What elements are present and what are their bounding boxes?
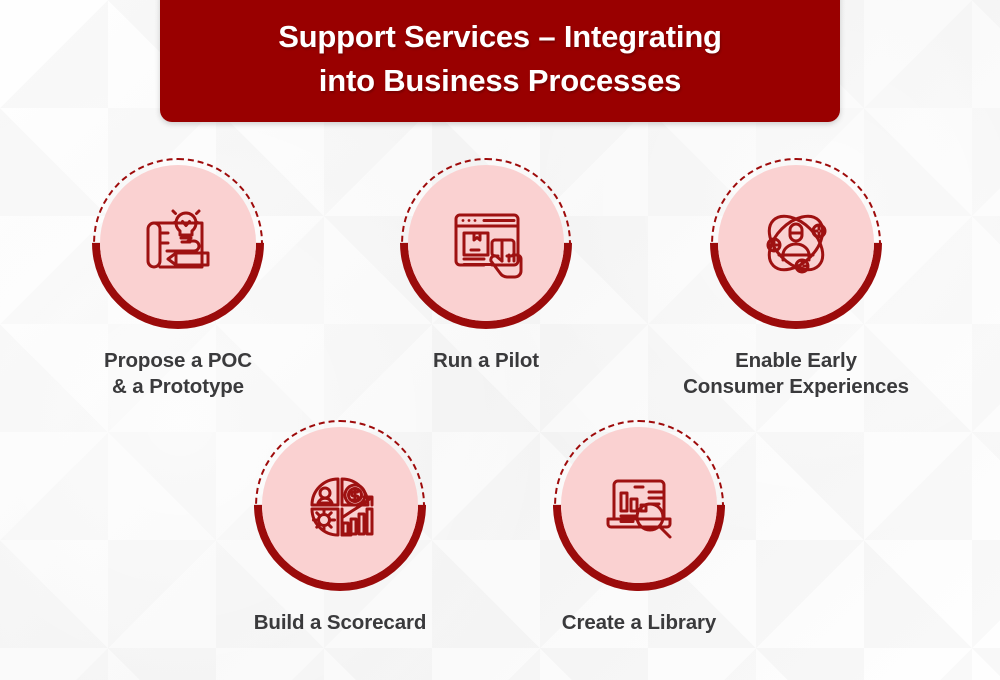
icon-circle xyxy=(364,121,608,365)
page-title: Support Services – Integrating into Busi… xyxy=(278,18,722,98)
step-item-enable-early-consumer-experiences[interactable]: Enable Early Consumer Experiences xyxy=(666,121,926,400)
step-label: Run a Pilot xyxy=(433,349,539,372)
atom-person-network-icon xyxy=(750,197,842,289)
dashed-ring xyxy=(554,420,724,590)
circle-fill xyxy=(408,165,564,321)
browser-package-click-icon xyxy=(440,197,532,289)
blueprint-lightbulb-pencil-icon xyxy=(132,197,224,289)
step-label: Build a Scorecard xyxy=(253,611,427,634)
step-label: Create a Library xyxy=(561,611,717,634)
dashed-ring xyxy=(255,420,425,590)
circle-fill xyxy=(718,165,874,321)
dashed-ring xyxy=(93,158,263,328)
circle-fill xyxy=(100,165,256,321)
step-item-create-a-library[interactable]: Create a Library xyxy=(509,383,769,636)
monitor-chart-magnifier-icon xyxy=(593,459,685,551)
icon-circle xyxy=(56,121,300,365)
step-item-propose-poc[interactable]: Propose a POC & a Prototype xyxy=(48,121,308,400)
dashed-ring xyxy=(711,158,881,328)
scorecard-quadrant-icon xyxy=(294,459,386,551)
step-item-build-a-scorecard[interactable]: Build a Scorecard xyxy=(210,383,470,636)
step-item-run-a-pilot[interactable]: Run a Pilot xyxy=(356,121,616,374)
icon-circle xyxy=(674,121,918,365)
icon-circle xyxy=(218,383,462,627)
step-label: Enable Early Consumer Experiences xyxy=(683,349,909,399)
icon-circle xyxy=(517,383,761,627)
step-label: Propose a POC & a Prototype xyxy=(104,349,252,399)
title-banner: Support Services – Integrating into Busi… xyxy=(160,0,840,122)
circle-fill xyxy=(262,427,418,583)
dashed-ring xyxy=(401,158,571,328)
circle-fill xyxy=(561,427,717,583)
